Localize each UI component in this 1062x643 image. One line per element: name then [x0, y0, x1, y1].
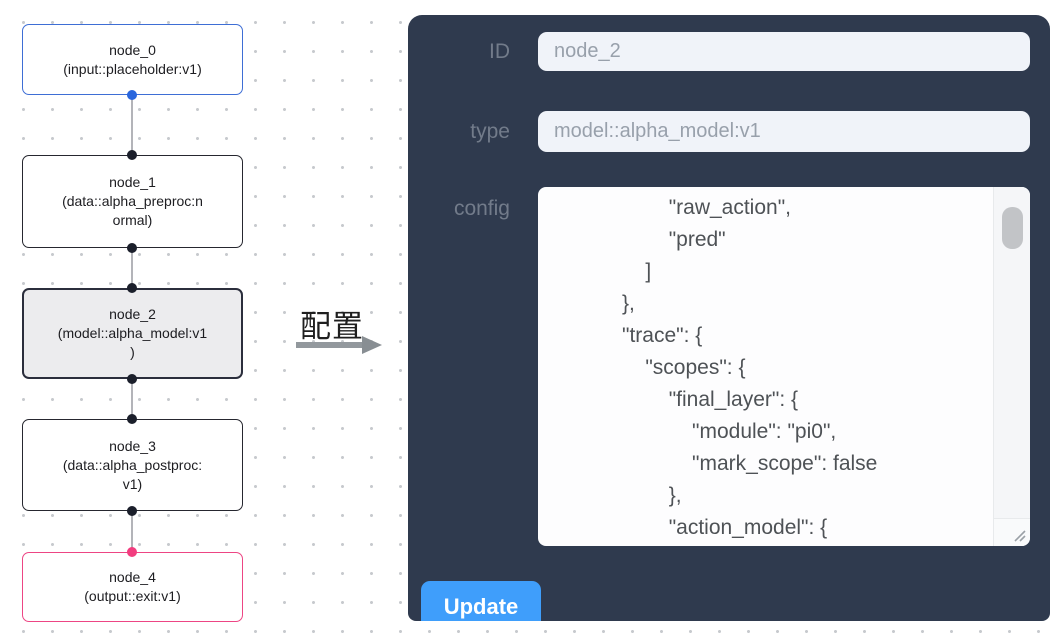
- node-label-line: (data::alpha_postproc:: [62, 456, 203, 473]
- node-label-line: ): [130, 344, 135, 360]
- port-out-node-1[interactable]: [127, 243, 137, 253]
- update-button[interactable]: Update: [421, 581, 541, 621]
- config-scrollbar-thumb[interactable]: [1002, 207, 1023, 249]
- flow-node-node-2-selected[interactable]: node_2 (model::alpha_model:v1 ): [22, 288, 243, 379]
- node-label-line: (data::alpha_preproc:n: [62, 193, 203, 209]
- configure-transition-label: 配置: [300, 309, 364, 344]
- id-field-label: ID: [489, 40, 510, 63]
- resize-handle-icon[interactable]: [1011, 527, 1027, 543]
- right-arrow-icon: [296, 336, 382, 354]
- node-label-line: node_0: [109, 41, 156, 58]
- config-json-text: "raw_action", "pred" ] }, "trace": { "sc…: [622, 196, 878, 539]
- node-label-line: node_4: [109, 569, 156, 585]
- config-scroll-corner: [993, 518, 1030, 546]
- port-out-node-0[interactable]: [127, 90, 137, 100]
- node-config-panel: ID type config "raw_action", "pred" ] },…: [408, 15, 1050, 621]
- id-input[interactable]: [538, 32, 1030, 71]
- port-out-node-2[interactable]: [127, 374, 137, 384]
- node-label-line: node_3: [109, 437, 156, 454]
- flow-node-node-0[interactable]: node_0 (input::placeholder:v1): [22, 24, 243, 95]
- type-input[interactable]: [538, 111, 1030, 152]
- port-in-node-3[interactable]: [127, 414, 137, 424]
- node-label-line: (input::placeholder:v1): [63, 60, 202, 77]
- node-label-line: (output::exit:v1): [84, 588, 181, 604]
- node-label-line: ormal): [112, 212, 153, 228]
- type-field-label: type: [470, 120, 510, 143]
- port-in-node-1[interactable]: [127, 150, 137, 160]
- port-in-node-2[interactable]: [127, 283, 137, 293]
- flow-node-node-1[interactable]: node_1 (data::alpha_preproc:n ormal): [22, 155, 243, 248]
- node-label-line: (model::alpha_model:v1: [57, 325, 208, 341]
- port-out-node-3[interactable]: [127, 506, 137, 516]
- flow-node-node-3[interactable]: node_3 (data::alpha_postproc: v1): [22, 419, 243, 511]
- config-scrollbar-track[interactable]: [993, 187, 1030, 519]
- flow-node-node-4[interactable]: node_4 (output::exit:v1): [22, 552, 243, 622]
- node-label-line: v1): [122, 475, 143, 492]
- port-in-node-4[interactable]: [127, 547, 137, 557]
- node-label-line: node_2: [109, 306, 156, 322]
- config-textarea[interactable]: "raw_action", "pred" ] }, "trace": { "sc…: [538, 187, 1030, 546]
- config-field-label: config: [453, 197, 510, 220]
- node-label-line: node_1: [109, 174, 156, 190]
